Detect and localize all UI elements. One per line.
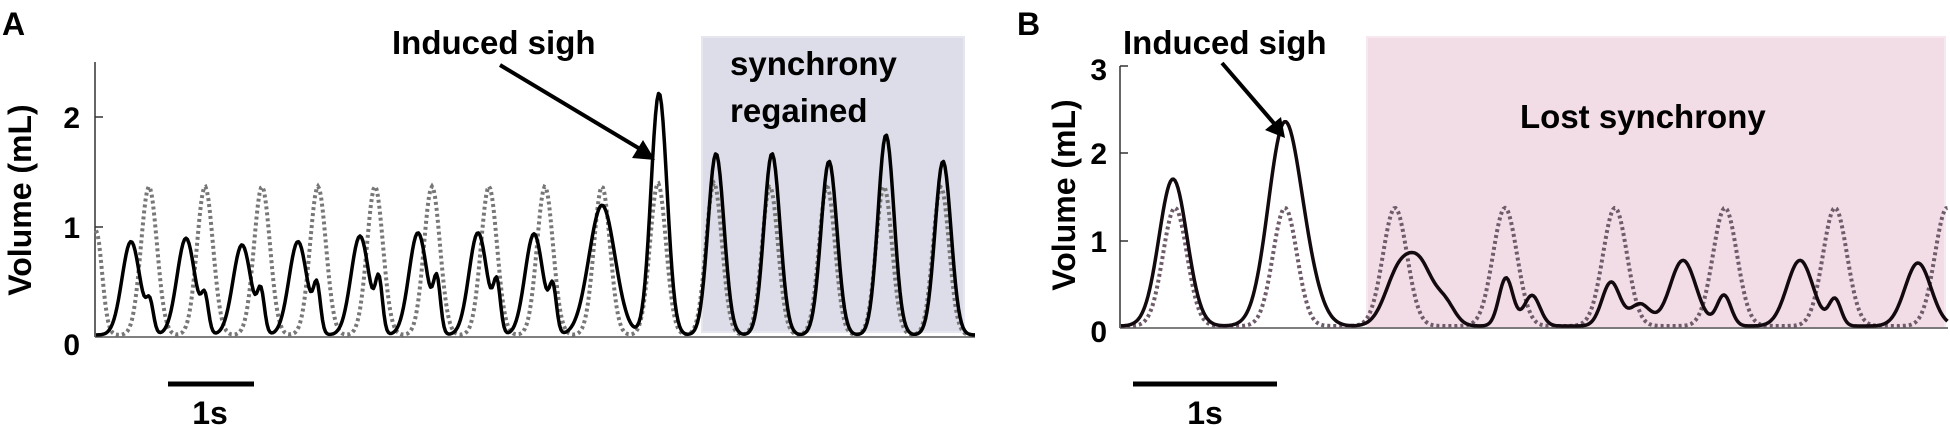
panel-a-label: A — [2, 6, 25, 42]
panel-a: A Volume (mL) 2 1 0 Induced sigh synchro… — [2, 6, 976, 428]
panel-b-label: B — [1017, 6, 1040, 42]
panel-b-region-label: Lost synchrony — [1520, 98, 1766, 135]
arrowhead-icon — [1265, 117, 1285, 138]
arrowhead-icon — [632, 140, 655, 160]
panel-b-scale-bar-label: 1s — [1187, 395, 1223, 428]
panel-a-ylabel: Volume (mL) — [2, 104, 38, 295]
panel-a-scale-bar-label: 1s — [192, 395, 228, 428]
panel-b-lung-trace — [1120, 119, 1949, 328]
panel-b-ytick-1: 1 — [1090, 226, 1107, 259]
panel-b-sigh-arrow — [1220, 61, 1280, 130]
panel-a-region-label-1: synchrony — [730, 45, 898, 82]
panel-a-ytick-0: 0 — [63, 329, 80, 362]
panel-b-ytick-3: 3 — [1090, 54, 1107, 87]
panel-b-sigh-annotation: Induced sigh — [1123, 24, 1327, 61]
lost-synchrony-region — [1366, 36, 1946, 329]
panel-a-ytick-2: 2 — [63, 102, 80, 135]
panel-a-sigh-annotation: Induced sigh — [392, 24, 596, 61]
panel-a-lung-trace — [95, 91, 976, 337]
panel-b-ylabel: Volume (mL) — [1046, 99, 1082, 290]
panel-b-ytick-2: 2 — [1090, 138, 1107, 171]
panel-a-ytick-1: 1 — [63, 212, 80, 245]
panel-a-sigh-arrow — [498, 63, 647, 154]
panel-b-ytick-0: 0 — [1090, 316, 1107, 349]
panel-b: B Volume (mL) 3 2 1 0 Induced sigh Lost … — [1017, 6, 1949, 428]
panel-a-region-label-2: regained — [730, 92, 868, 129]
